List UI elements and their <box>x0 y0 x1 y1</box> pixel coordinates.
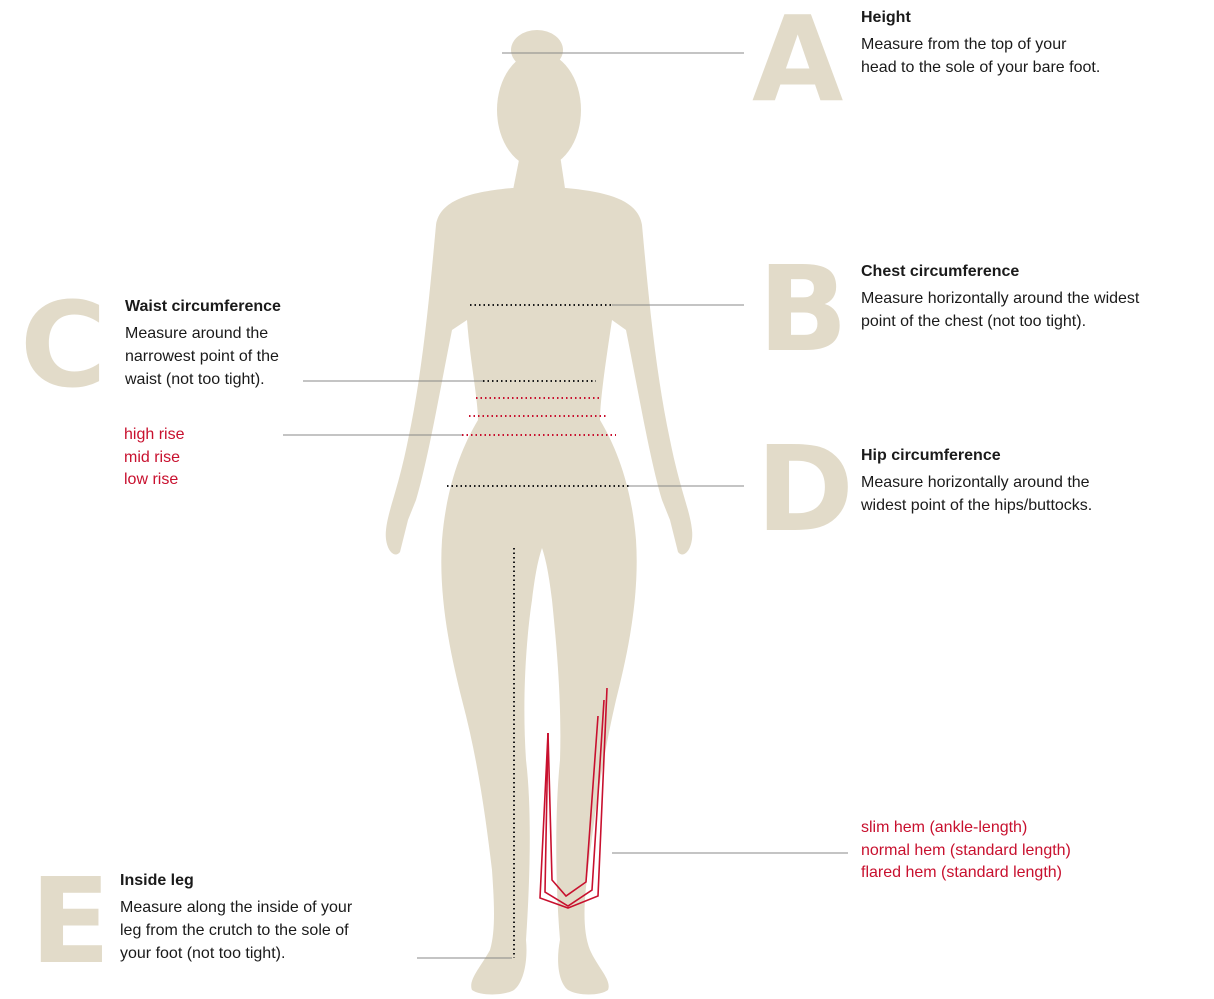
hip-title: Hip circumference <box>861 444 1181 467</box>
hip-description: Measure horizontally around the widest p… <box>861 471 1181 517</box>
letter-b: B <box>758 250 848 368</box>
measurement-waist: Waist circumference Measure around the n… <box>125 295 335 391</box>
rise-option-mid: mid rise <box>124 447 184 470</box>
hem-option-slim: slim hem (ankle-length) <box>861 817 1071 840</box>
hem-option-normal: normal hem (standard length) <box>861 840 1071 863</box>
chest-title: Chest circumference <box>861 260 1206 283</box>
rise-options-list: high rise mid rise low rise <box>124 424 184 492</box>
inside-leg-title: Inside leg <box>120 869 410 892</box>
letter-d: D <box>756 430 854 548</box>
waist-title: Waist circumference <box>125 295 335 318</box>
measurement-hip: Hip circumference Measure horizontally a… <box>861 444 1181 517</box>
measurement-inside-leg: Inside leg Measure along the inside of y… <box>120 869 410 965</box>
measurement-chest: Chest circumference Measure horizontally… <box>861 260 1206 333</box>
letter-a: A <box>752 0 843 118</box>
measurement-height: Height Measure from the top of your head… <box>861 6 1201 79</box>
hem-option-flared: flared hem (standard length) <box>861 862 1071 885</box>
hem-options-list: slim hem (ankle-length) normal hem (stan… <box>861 817 1071 885</box>
female-silhouette <box>386 30 693 995</box>
height-description: Measure from the top of your head to the… <box>861 33 1201 79</box>
letter-e: E <box>30 862 111 980</box>
rise-option-low: low rise <box>124 469 184 492</box>
letter-c: C <box>20 286 107 404</box>
inside-leg-description: Measure along the inside of your leg fro… <box>120 896 410 965</box>
chest-description: Measure horizontally around the widest p… <box>861 287 1206 333</box>
rise-option-high: high rise <box>124 424 184 447</box>
height-title: Height <box>861 6 1201 29</box>
waist-description: Measure around the narrowest point of th… <box>125 322 335 391</box>
